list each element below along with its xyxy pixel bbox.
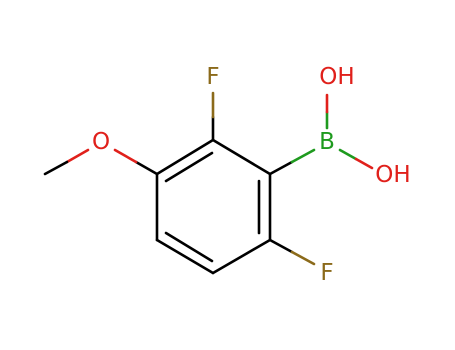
atom-labels: F O B OH OH F: [92, 64, 411, 286]
bond-o-ch3-carbon: [43, 160, 69, 176]
ring-bond-c3-c4: [211, 238, 272, 275]
bond-c-o-carbon: [134, 160, 159, 176]
bond-c-f-bottom-fluorine: [290, 250, 316, 266]
atom-label-o-methoxy: O: [92, 129, 110, 155]
ring-bond-c1-c2: [211, 138, 272, 176]
substituent-bonds: [43, 91, 374, 266]
bond-c-f-bottom-carbon: [268, 238, 294, 254]
ring-bond-c4-c5: [155, 238, 215, 275]
bond-c-b-carbon: [268, 160, 294, 176]
atom-label-f-bottom: F: [320, 260, 333, 286]
bond-b-oh-right-boron: [338, 148, 358, 161]
bond-c-b-boron: [290, 148, 316, 164]
bond-b-oh-right-oxygen: [354, 157, 374, 170]
ring-inner-bond-c: [164, 231, 214, 263]
atom-label-oh-top: OH: [319, 64, 354, 90]
atom-label-boron: B: [319, 129, 335, 155]
atom-label-f-top: F: [206, 64, 219, 90]
bond-o-ch3-oxygen: [65, 148, 90, 164]
atom-label-oh-right: OH: [375, 162, 410, 188]
ring-inner-bond-a: [164, 151, 214, 183]
benzene-ring: [155, 138, 272, 275]
ring-bond-c6-c1: [155, 138, 215, 176]
bond-c-o-oxygen: [113, 148, 138, 164]
